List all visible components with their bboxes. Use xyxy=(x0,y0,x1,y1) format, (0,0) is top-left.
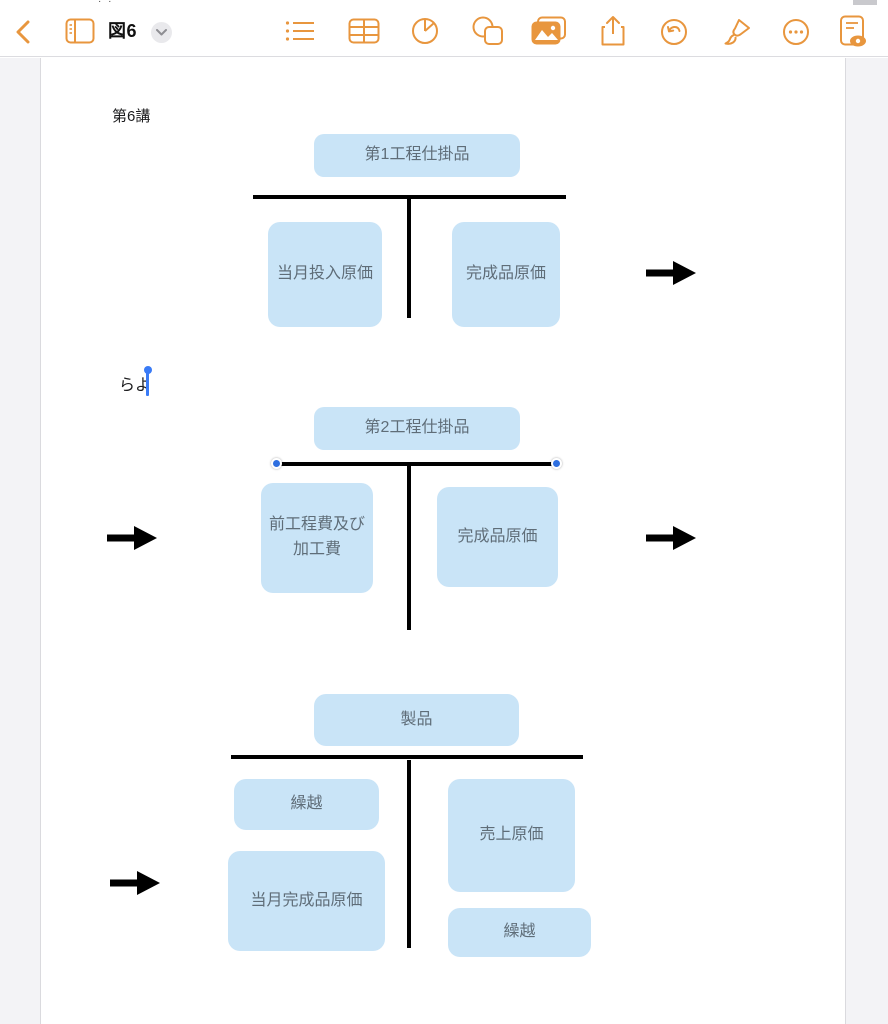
sidebar-icon xyxy=(65,18,95,44)
more-ellipsis-icon xyxy=(783,19,809,45)
account1-debit-box[interactable]: 当月投入原価 xyxy=(268,222,382,327)
chevron-down-icon xyxy=(156,29,167,36)
arrow-right-icon xyxy=(107,526,157,550)
share-icon xyxy=(601,16,625,46)
shapes-icon xyxy=(472,16,503,45)
account1-vertical-line[interactable] xyxy=(407,199,411,318)
account2-horizontal-line[interactable] xyxy=(277,462,557,466)
page-heading[interactable]: 第6講 xyxy=(112,108,151,125)
account1-title-box[interactable]: 第1工程仕掛品 xyxy=(314,134,520,177)
account2-credit-box[interactable]: 完成品原価 xyxy=(437,487,558,587)
selection-handle-right[interactable] xyxy=(551,458,562,469)
toolbar: · · 図6 xyxy=(0,0,888,57)
account3-debit-box-2[interactable]: 当月完成品原価 xyxy=(228,851,385,951)
document-title[interactable]: 図6 xyxy=(108,21,138,41)
statusbar-clipped-element xyxy=(853,0,877,5)
document-view-options-icon xyxy=(840,15,866,47)
text-insertion-caret[interactable] xyxy=(143,366,152,396)
account2-input-arrow[interactable] xyxy=(107,526,157,550)
account3-vertical-line[interactable] xyxy=(407,760,411,948)
more-button[interactable] xyxy=(781,17,811,47)
account1-horizontal-line[interactable] xyxy=(253,195,566,199)
view-options-button[interactable] xyxy=(836,14,870,50)
account3-credit-box-2[interactable]: 繰越 xyxy=(448,908,591,957)
account1-output-arrow[interactable] xyxy=(646,261,696,285)
account3-debit-box-1[interactable]: 繰越 xyxy=(234,779,379,830)
insert-chart-button[interactable] xyxy=(410,17,440,45)
selection-handle-left[interactable] xyxy=(271,458,282,469)
list-format-button[interactable] xyxy=(283,18,317,44)
back-chevron-icon xyxy=(16,20,30,44)
statusbar-clipped-text: · · xyxy=(98,0,124,4)
arrow-right-icon xyxy=(110,871,160,895)
share-button[interactable] xyxy=(598,15,628,47)
account2-vertical-line[interactable] xyxy=(407,466,411,630)
chart-pie-icon xyxy=(412,18,438,44)
insert-media-button[interactable] xyxy=(530,16,568,46)
account2-output-arrow[interactable] xyxy=(646,526,696,550)
account2-title-box[interactable]: 第2工程仕掛品 xyxy=(314,407,520,450)
format-brush-icon xyxy=(724,19,750,45)
insert-table-button[interactable] xyxy=(347,17,381,45)
account3-title-box[interactable]: 製品 xyxy=(314,694,519,746)
account2-debit-box[interactable]: 前工程費及び加工費 xyxy=(261,483,373,593)
account3-horizontal-line[interactable] xyxy=(231,755,583,759)
arrow-right-icon xyxy=(646,261,696,285)
table-icon xyxy=(348,18,380,44)
list-icon xyxy=(285,21,314,41)
media-photos-icon xyxy=(531,16,566,45)
document-title-menu-button[interactable] xyxy=(151,22,172,43)
account3-credit-box-1[interactable]: 売上原価 xyxy=(448,779,575,892)
arrow-right-icon xyxy=(646,526,696,550)
undo-button[interactable] xyxy=(659,17,689,47)
page-thumbnails-button[interactable] xyxy=(64,17,96,45)
undo-icon xyxy=(661,19,687,45)
format-button[interactable] xyxy=(720,16,754,48)
account1-credit-box[interactable]: 完成品原価 xyxy=(452,222,560,327)
back-button[interactable] xyxy=(10,19,36,45)
account3-input-arrow[interactable] xyxy=(110,871,160,895)
inline-body-text[interactable]: らよ xyxy=(119,377,152,394)
insert-shape-button[interactable] xyxy=(470,16,506,46)
